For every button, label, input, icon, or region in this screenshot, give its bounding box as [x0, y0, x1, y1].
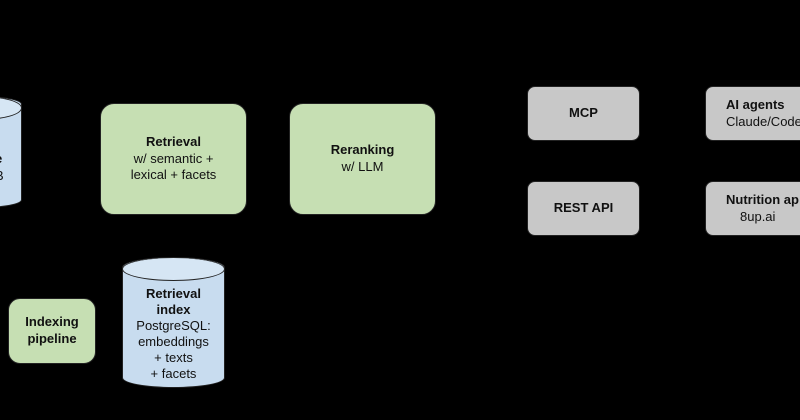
retrieval-index-cylinder: Retrieval index PostgreSQL: embeddings +…: [122, 257, 225, 388]
ai-agents-detail: Claude/Code: [726, 113, 800, 129]
reranking-title: Reranking: [330, 142, 395, 158]
retrieval-detail-2: lexical + facets: [130, 167, 217, 183]
mcp-title: MCP: [569, 105, 598, 121]
nutrition-app-node: Nutrition ap 8up.ai: [705, 181, 800, 236]
retrieval-index-detail-2: embeddings: [138, 334, 209, 349]
ai-agents-title: AI agents: [726, 96, 785, 112]
indexing-pipeline-node: Indexing pipeline: [8, 298, 96, 364]
reranking-detail: w/ LLM: [341, 159, 384, 174]
reranking-node: Reranking w/ LLM: [289, 103, 436, 215]
retrieval-index-detail-4: + facets: [150, 366, 197, 381]
indexing-title-1: Indexing: [25, 314, 79, 330]
retrieval-index-title-1: Retrieval: [146, 286, 201, 301]
retrieval-index-detail-1: PostgreSQL:: [136, 318, 211, 333]
rest-api-title: REST API: [553, 200, 614, 216]
source-database-cylinder: e B: [0, 96, 22, 208]
retrieval-node: Retrieval w/ semantic + lexical + facets: [100, 103, 247, 215]
retrieval-detail-1: w/ semantic +: [133, 150, 214, 166]
nutrition-app-detail: 8up.ai: [740, 208, 776, 224]
nutrition-app-title: Nutrition ap: [726, 191, 799, 207]
retrieval-index-detail-3: + texts: [154, 350, 193, 365]
rest-api-node: REST API: [527, 181, 640, 236]
ai-agents-node: AI agents Claude/Code: [705, 86, 800, 141]
source-database-sublabel: B: [0, 168, 21, 185]
indexing-title-2: pipeline: [27, 331, 77, 346]
source-database-label: e: [0, 151, 21, 168]
retrieval-index-title-2: index: [156, 302, 191, 317]
retrieval-title: Retrieval: [146, 133, 201, 149]
mcp-node: MCP: [527, 86, 640, 141]
